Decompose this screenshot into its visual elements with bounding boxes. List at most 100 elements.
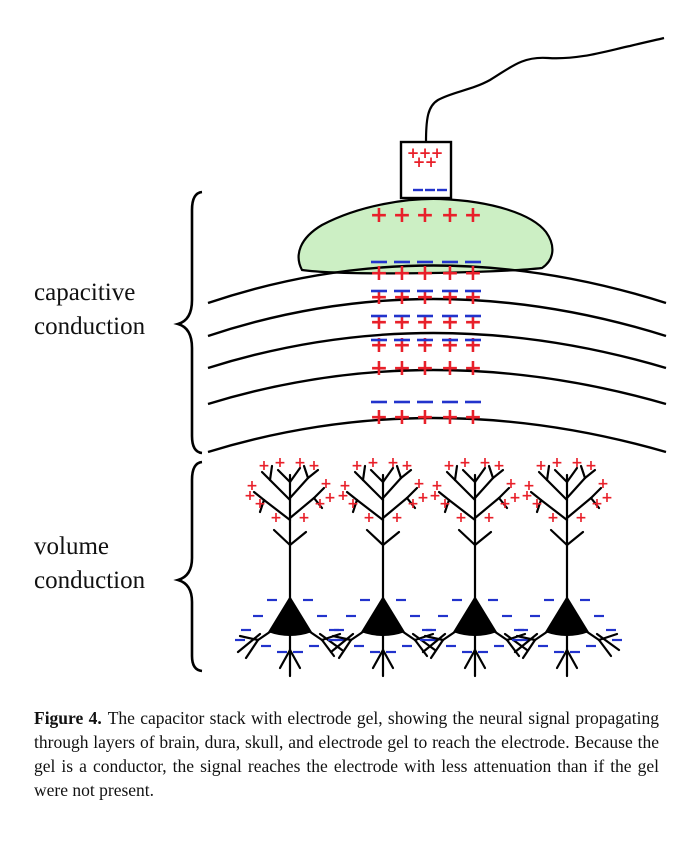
electrode-wire — [424, 36, 665, 143]
volume-label-line2: conduction — [34, 567, 146, 594]
positive-charge: + — [370, 356, 388, 381]
positive-charge: + — [367, 455, 379, 471]
positive-charge: + — [455, 510, 467, 526]
positive-charge: + — [416, 285, 434, 310]
positive-charge: + — [294, 455, 306, 471]
positive-charge: + — [339, 478, 351, 494]
positive-charge: + — [441, 203, 459, 228]
positive-charge: + — [393, 261, 411, 286]
positive-charge: + — [393, 405, 411, 430]
positive-charge: + — [370, 333, 388, 358]
positive-charge: + — [413, 153, 426, 171]
positive-charge: + — [401, 458, 413, 474]
tissue-layers — [207, 264, 667, 454]
positive-charge: + — [441, 356, 459, 381]
electrode-gel — [297, 197, 554, 275]
positive-charge: + — [431, 478, 443, 494]
tissue-layer-1 — [207, 264, 667, 305]
positive-charge: + — [441, 261, 459, 286]
positive-charge: + — [370, 203, 388, 228]
positive-charge: + — [547, 510, 559, 526]
pyramidal-neuron: ++++++++++++ — [420, 455, 530, 678]
positive-charge: + — [351, 458, 363, 474]
capacitive-label-line1: capacitive — [34, 279, 136, 306]
capacitive-conduction-label: capacitive conduction — [34, 276, 145, 344]
positive-charge: + — [246, 478, 258, 494]
positive-charge: + — [416, 405, 434, 430]
positive-charge: + — [320, 476, 332, 492]
positive-charge: + — [441, 310, 459, 335]
tissue-layer-2 — [207, 297, 667, 338]
positive-charge: + — [370, 285, 388, 310]
positive-charge: + — [407, 144, 420, 162]
positive-charge: + — [575, 510, 587, 526]
positive-charge: + — [393, 203, 411, 228]
positive-charge: + — [464, 405, 482, 430]
positive-charge: + — [407, 496, 419, 512]
positive-charge: + — [493, 458, 505, 474]
positive-charge: + — [393, 356, 411, 381]
positive-charge: + — [535, 458, 547, 474]
pyramidal-neuron: ++++++++++++ — [235, 455, 345, 678]
positive-charge: + — [499, 496, 511, 512]
positive-charge: + — [431, 144, 444, 162]
positive-charge: + — [370, 310, 388, 335]
brace-capacitive — [173, 190, 203, 455]
figure-caption: Figure 4.The capacitor stack with electr… — [34, 706, 659, 802]
positive-charge: + — [363, 510, 375, 526]
positive-charge: + — [505, 476, 517, 492]
positive-charge: + — [416, 310, 434, 335]
tissue-layer-4 — [207, 368, 667, 406]
positive-charge: + — [509, 490, 521, 506]
positive-charge: + — [483, 510, 495, 526]
positive-charge: + — [370, 405, 388, 430]
neurons: ++++++++++++++++++++++++++++++++++++++++… — [235, 455, 622, 678]
tissue-layer-5 — [207, 416, 667, 454]
positive-charge: + — [521, 488, 533, 504]
positive-charge: + — [441, 405, 459, 430]
positive-charge: + — [551, 455, 563, 471]
positive-charge: + — [370, 261, 388, 286]
positive-charge: + — [439, 496, 451, 512]
caption-text: The capacitor stack with electrode gel, … — [34, 708, 659, 800]
positive-charge: + — [464, 333, 482, 358]
positive-charge: + — [416, 203, 434, 228]
capacitive-label-line2: conduction — [34, 313, 146, 340]
electrode-charges: +++++ — [407, 144, 447, 192]
positive-charge: + — [585, 458, 597, 474]
capacitor-stack-figure: +++++ ++++++++++++++++++++++++++++++++++… — [173, 36, 667, 678]
tissue-layer-3 — [207, 331, 667, 370]
positive-charge: + — [441, 285, 459, 310]
positive-charge: + — [464, 356, 482, 381]
positive-charge: + — [254, 496, 266, 512]
positive-charge: + — [479, 455, 491, 471]
positive-charge: + — [416, 356, 434, 381]
positive-charge: + — [416, 261, 434, 286]
positive-charge: + — [308, 458, 320, 474]
positive-charge: + — [459, 455, 471, 471]
positive-charge: + — [387, 455, 399, 471]
positive-charge: + — [591, 496, 603, 512]
positive-charge: + — [413, 476, 425, 492]
positive-charge: + — [441, 333, 459, 358]
stack-charges: +++++++++++++++++++++++++++++++++++ — [370, 203, 482, 430]
positive-charge: + — [443, 458, 455, 474]
positive-charge: + — [244, 488, 256, 504]
pyramidal-neuron: ++++++++++++ — [328, 455, 438, 678]
volume-label-line1: volume — [34, 533, 109, 560]
positive-charge: + — [601, 490, 613, 506]
positive-charge: + — [258, 458, 270, 474]
positive-charge: + — [417, 490, 429, 506]
positive-charge: + — [571, 455, 583, 471]
positive-charge: + — [419, 144, 432, 162]
positive-charge: + — [531, 496, 543, 512]
positive-charge: + — [597, 476, 609, 492]
positive-charge: + — [347, 496, 359, 512]
positive-charge: + — [464, 261, 482, 286]
positive-charge: + — [393, 285, 411, 310]
positive-charge: + — [391, 510, 403, 526]
positive-charge: + — [270, 510, 282, 526]
pyramidal-neuron: ++++++++++++ — [512, 455, 622, 678]
positive-charge: + — [416, 333, 434, 358]
positive-charge: + — [425, 153, 438, 171]
